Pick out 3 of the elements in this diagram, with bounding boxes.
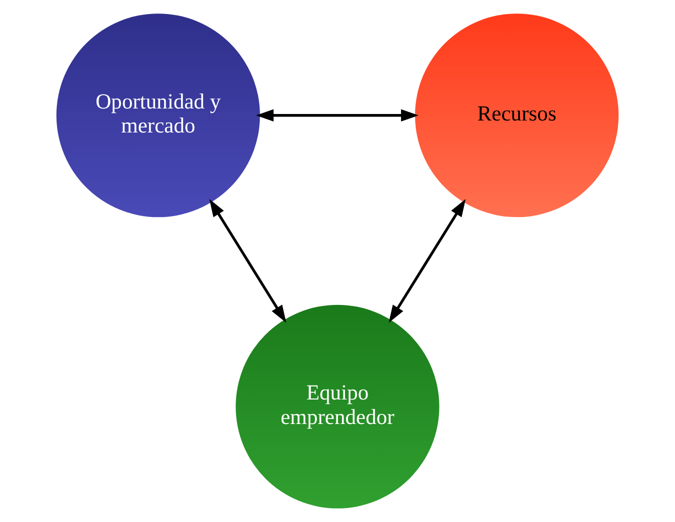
arrow: [256, 109, 419, 122]
arrow: [209, 199, 286, 323]
arrow: [388, 199, 466, 323]
